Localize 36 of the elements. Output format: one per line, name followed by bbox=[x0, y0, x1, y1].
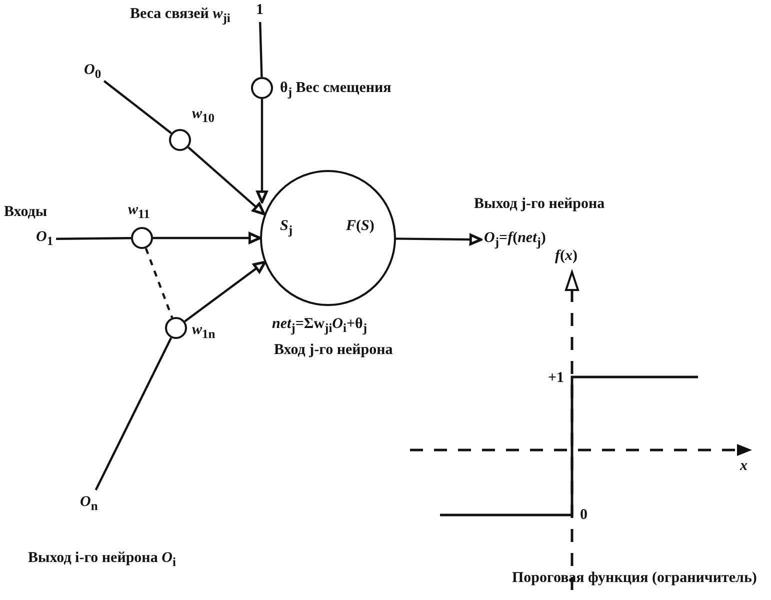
chart-title: Пороговая функция (ограничитель) bbox=[512, 569, 757, 588]
node-caption: θ$_{j}$ Вес смещения bbox=[280, 79, 392, 101]
weight-node bbox=[165, 317, 187, 339]
tick-label: +1 bbox=[548, 369, 564, 388]
connector bbox=[259, 22, 263, 78]
node-caption: Вход j-го нейрона bbox=[274, 341, 393, 360]
node-caption: w$_{10}$ bbox=[192, 105, 215, 127]
output-formula: O$_{j}$=f(net$_{j}$) bbox=[484, 228, 546, 252]
connector bbox=[153, 232, 262, 244]
weight-node bbox=[169, 129, 191, 151]
connector bbox=[256, 99, 268, 204]
input-value: 1 bbox=[256, 0, 264, 20]
input-label: O$_{0}$ bbox=[84, 60, 102, 84]
connector bbox=[396, 234, 482, 246]
connector bbox=[188, 146, 266, 216]
dashed-connector bbox=[144, 248, 174, 318]
node-caption: Выход j-го нейрона bbox=[474, 195, 605, 214]
annotation: Выход i-го нейрона O$_{i}$ bbox=[28, 549, 176, 571]
connector bbox=[94, 337, 172, 490]
node-text: F(S) bbox=[346, 217, 374, 236]
weight-node bbox=[251, 77, 273, 99]
node-caption: w$_{1n}$ bbox=[192, 321, 216, 343]
axis-label: x bbox=[740, 457, 748, 476]
input-label: O$_{1}$ bbox=[36, 227, 54, 251]
connector bbox=[184, 260, 266, 322]
input-label: O$_{n}$ bbox=[80, 492, 98, 516]
connector bbox=[56, 237, 132, 240]
weight-node bbox=[131, 227, 153, 249]
axis-label: f(x) bbox=[555, 247, 578, 266]
node-caption: net$_{j}$=Σw$_{ji}$O$_{i}$+θ$_{j}$ bbox=[272, 315, 368, 337]
connector bbox=[103, 80, 172, 134]
node-text: S$_{j}$ bbox=[280, 217, 293, 239]
tick-label: 0 bbox=[580, 506, 588, 525]
annotation: Входы bbox=[4, 203, 48, 222]
node-caption: w$_{11}$ bbox=[128, 201, 150, 223]
annotation: Веса связей w$_{ji}$ bbox=[130, 5, 230, 27]
